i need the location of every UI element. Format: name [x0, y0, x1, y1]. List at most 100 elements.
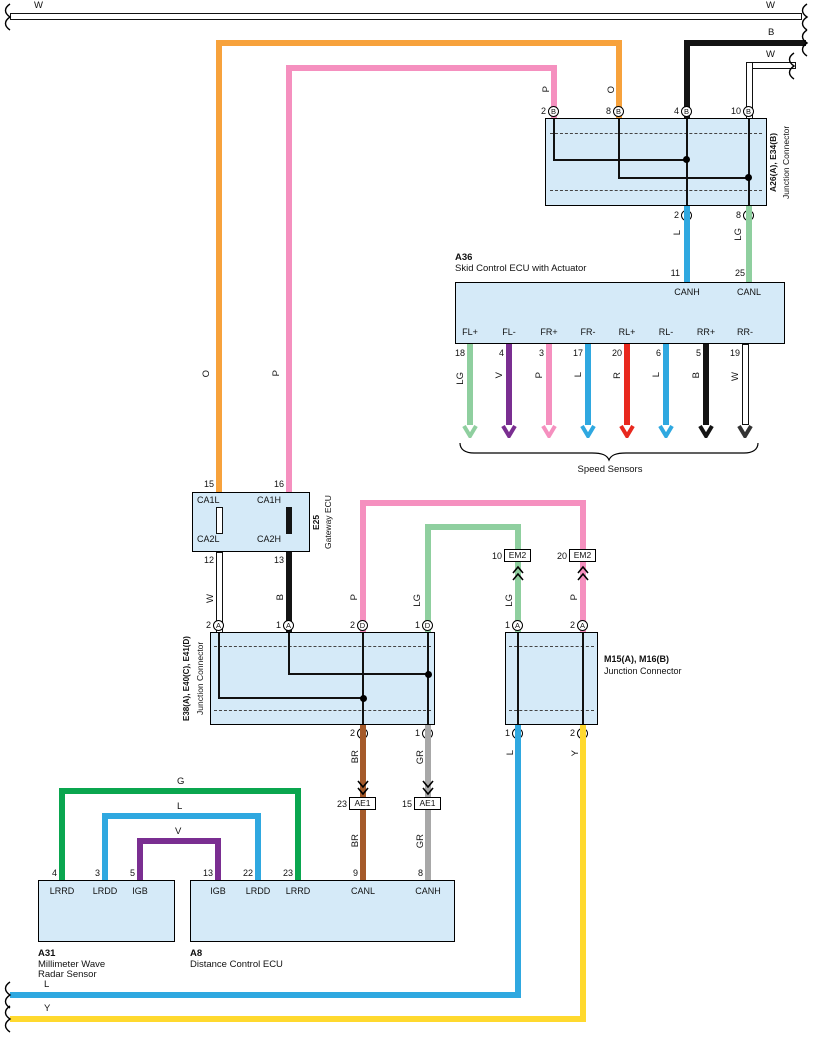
arrow-down-icon [462, 425, 478, 438]
wire-color-label: B [691, 372, 702, 379]
double-arrow-down-icon [357, 780, 369, 796]
a8-code: A8 [190, 948, 203, 959]
a8-pin-number: 8 [417, 868, 423, 878]
a36-pin-number: 18 [454, 348, 465, 358]
a31-name-line1: Millimeter Wave [38, 959, 106, 970]
wire-break-icon [801, 29, 809, 57]
a36-ecu-box [455, 282, 785, 344]
e25-terminal-label: CA1H [257, 495, 282, 505]
arrow-down-icon [619, 425, 635, 438]
a8-distance-control-ecu-box [190, 880, 455, 942]
wire-color-label: LG [412, 594, 423, 607]
a31-name-line2: Radar Sensor [38, 969, 97, 980]
e25-pin-number: 12 [203, 555, 214, 565]
wire-violet-left [137, 838, 143, 880]
wire-blue-bottom [10, 992, 521, 998]
wire-color-label: LG [733, 228, 744, 241]
double-arrow-up-icon [512, 565, 524, 581]
a8-name: Distance Control ECU [190, 959, 283, 970]
pin-number: 2 [349, 620, 355, 630]
pin-letter-circle: B [613, 105, 624, 117]
pin-number: 1 [414, 728, 420, 738]
wire-blue-left [102, 813, 108, 880]
e38-title: E38(A), E40(C), E41(D) [182, 636, 191, 721]
ae1-connector-tag: AE1 [414, 797, 441, 810]
wire-break-icon [4, 1005, 12, 1033]
bus-line [288, 673, 429, 675]
m15-subtitle: Junction Connector [604, 666, 682, 676]
e25-pin-number: 15 [203, 479, 214, 489]
e25-terminal-label: CA2L [197, 534, 220, 544]
wire-pink-mid-horizontal [360, 500, 586, 506]
sensor-wire-blue [663, 344, 669, 425]
sensor-wire-red [624, 344, 630, 425]
arrow-down-icon [501, 425, 517, 438]
double-arrow-down-icon [422, 780, 434, 796]
arrow-down-icon [737, 425, 753, 438]
wire-color-label: BR [350, 750, 361, 764]
wire-lg-mid-right [515, 524, 521, 633]
junction-dot [360, 695, 367, 702]
a36-pin-number: 20 [611, 348, 622, 358]
wire-green-horizontal [59, 788, 301, 794]
wire-color-label: G [177, 776, 185, 787]
sensor-wire-blue [585, 344, 591, 425]
connector-row-divider [214, 710, 431, 711]
a26-title: A26(A), E34(B) [768, 132, 778, 192]
wire-pink-mid-left [360, 500, 366, 633]
pin-letter-circle: A [283, 619, 294, 631]
ae1-pin-number: 23 [336, 799, 347, 809]
wire-color-label: P [349, 594, 360, 601]
wire-color-label: R [612, 372, 623, 379]
wire-pink-long [286, 65, 292, 494]
bus-line [748, 119, 750, 205]
ae1-pin-number: 15 [401, 799, 412, 809]
double-arrow-up-icon [577, 565, 589, 581]
wire-color-label: V [494, 372, 505, 379]
pin-letter-circle: D [422, 619, 433, 631]
a36-terminal-label: RR+ [696, 327, 716, 337]
wire-color-label: BR [350, 834, 361, 848]
ae1-connector-tag: AE1 [349, 797, 376, 810]
bus-line [618, 119, 620, 179]
em2-pin-number: 20 [556, 551, 567, 561]
wire-violet-horizontal [137, 838, 221, 844]
a31-radar-sensor-box [38, 880, 175, 942]
arrow-down-icon [658, 425, 674, 438]
bus-line [553, 119, 555, 161]
wire-color-label: LG [504, 594, 515, 607]
a31-pin-number: 3 [94, 868, 100, 878]
wire-black-top [684, 40, 806, 46]
pin-number: 1 [414, 620, 420, 630]
wire-label-w2-right: W [766, 49, 775, 60]
wire-blue-canh [684, 206, 690, 282]
pin-letter-circle: B [681, 105, 692, 117]
connector-row-divider [214, 646, 431, 647]
a36-pin-number: 19 [729, 348, 740, 358]
a36-pin-number: 3 [538, 348, 544, 358]
connector-row-divider [509, 646, 594, 647]
a36-canl-label: CANL [736, 287, 761, 297]
a8-terminal-label: IGB [210, 886, 226, 896]
junction-dot [425, 671, 432, 678]
wire-lg-canl [746, 206, 752, 282]
a36-terminal-label: FL+ [462, 327, 478, 337]
pin-letter-circle: D [357, 619, 368, 631]
wire-black-drop [684, 40, 690, 120]
bus-line [288, 633, 290, 675]
a36-pin-number: 5 [695, 348, 701, 358]
wire-color-label: V [175, 826, 182, 837]
em2-connector-tag: EM2 [569, 549, 596, 562]
wire-color-label: Y [570, 750, 581, 757]
wire-black-internal [286, 507, 292, 534]
wire-color-label: P [271, 370, 282, 377]
bus-line [218, 697, 365, 699]
pin-number: 8 [605, 106, 611, 116]
wire-white-internal [216, 507, 223, 534]
e25-terminal-label: CA2H [257, 534, 282, 544]
pin-number: 10 [730, 106, 741, 116]
a36-name: Skid Control ECU with Actuator [455, 263, 587, 274]
em2-connector-tag: EM2 [504, 549, 531, 562]
